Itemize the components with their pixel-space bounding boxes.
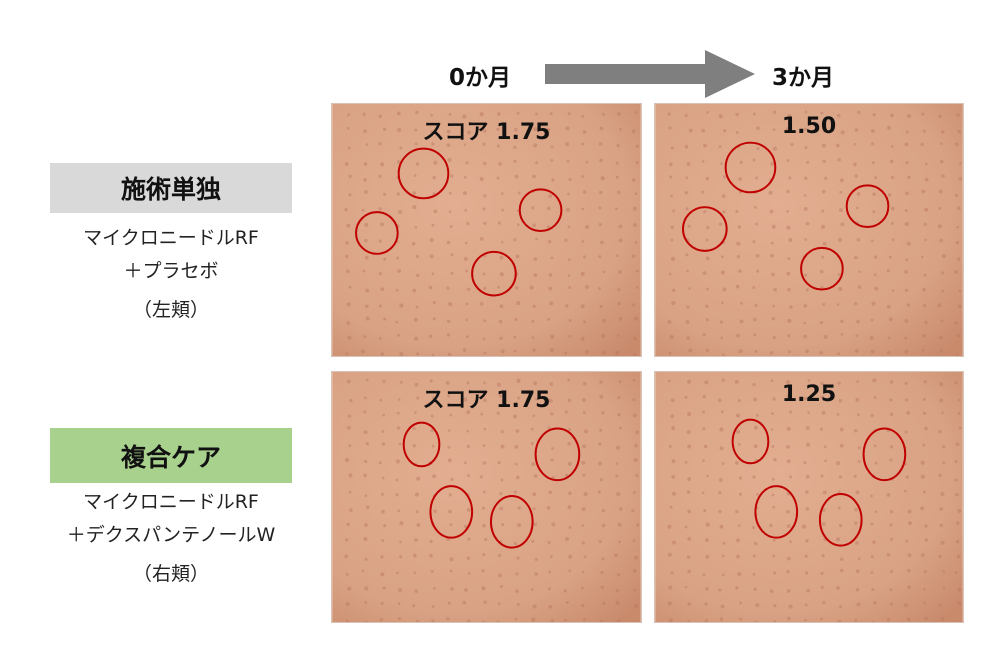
skin-texture — [332, 104, 641, 356]
pore-highlight-circle — [489, 495, 534, 549]
pore-highlight-circle — [471, 250, 517, 297]
group-description-combined-care: マイクロニードルRF ＋デクスパンテノールW （右頬） — [40, 486, 302, 591]
score-label: スコア 1.75 — [422, 388, 551, 413]
score-label: 1.50 — [781, 114, 837, 139]
timeline-arrow-icon — [545, 50, 755, 98]
pore-highlight-circle — [845, 184, 890, 229]
pore-highlight-circle — [754, 485, 799, 539]
pore-highlight-circle — [724, 141, 777, 194]
desc-line: マイクロニードルRF — [83, 491, 259, 513]
skin-texture — [655, 104, 963, 356]
pore-highlight-circle — [429, 485, 474, 539]
group-description-treatment-only: マイクロニードルRF ＋プラセボ （左頬） — [40, 222, 302, 327]
timeline-start-label: 0か月 — [449, 65, 512, 91]
skin-photo-treatment-only-month0: スコア 1.75 — [331, 103, 642, 357]
group-label-combined-care: 複合ケア — [50, 428, 292, 483]
desc-line: ＋デクスパンテノールW — [66, 524, 276, 546]
pore-highlight-circle — [518, 188, 563, 232]
desc-line: （右頬） — [132, 563, 209, 585]
pore-highlight-circle — [800, 246, 844, 291]
timeline-end-label: 3か月 — [772, 65, 835, 91]
pore-highlight-circle — [862, 427, 907, 482]
pore-highlight-circle — [818, 493, 863, 547]
pore-highlight-circle — [355, 211, 399, 255]
pore-highlight-circle — [731, 418, 770, 465]
skin-photo-combined-care-month0: スコア 1.75 — [331, 371, 642, 623]
score-label: スコア 1.75 — [422, 120, 551, 145]
skin-texture — [332, 372, 641, 622]
desc-line: マイクロニードルRF — [83, 227, 259, 249]
skin-texture — [655, 372, 963, 622]
group-label-treatment-only: 施術単独 — [50, 163, 292, 213]
pore-highlight-circle — [682, 206, 728, 252]
desc-line: ＋プラセボ — [123, 260, 219, 282]
skin-photo-combined-care-month3: 1.25 — [654, 371, 964, 623]
desc-line: （左頬） — [132, 299, 209, 321]
pore-highlight-circle — [534, 427, 581, 482]
skin-photo-treatment-only-month3: 1.50 — [654, 103, 964, 357]
pore-highlight-circle — [397, 147, 450, 200]
pore-highlight-circle — [402, 421, 441, 468]
score-label: 1.25 — [781, 382, 837, 407]
